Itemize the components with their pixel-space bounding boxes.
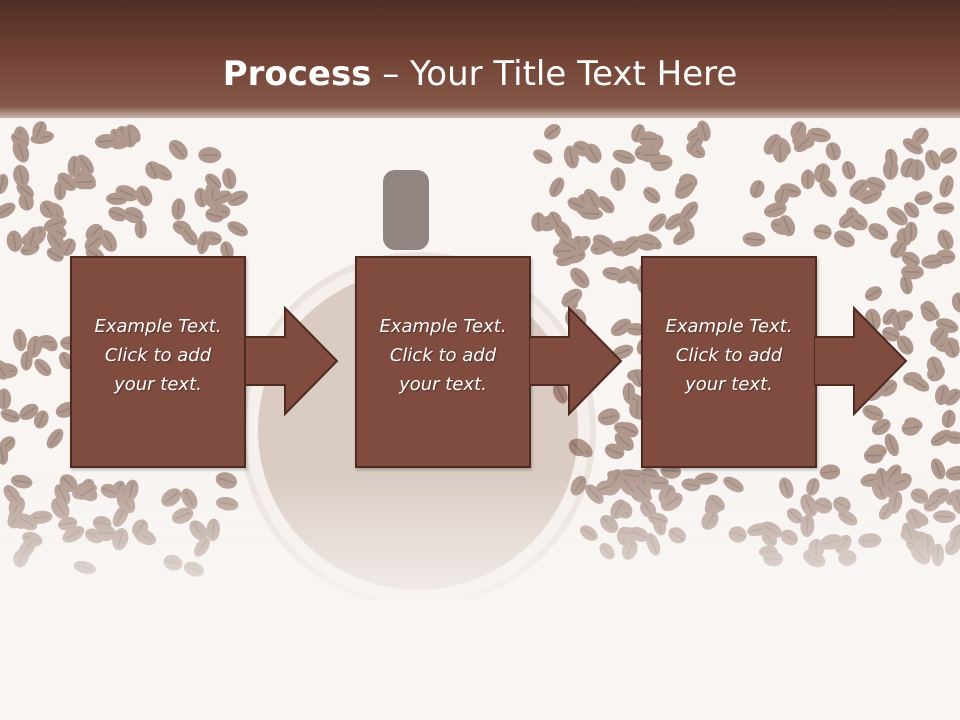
step-3-line-1: Example Text. bbox=[665, 316, 793, 337]
process-step-1-box[interactable]: Example Text. Click to add your text. bbox=[70, 256, 246, 468]
title-bold-part: Process bbox=[222, 54, 372, 94]
step-1-line-2: Click to add bbox=[104, 345, 212, 366]
step-3-line-2: Click to add bbox=[675, 345, 783, 366]
process-arrow-2 bbox=[529, 306, 623, 416]
step-2-line-1: Example Text. bbox=[379, 316, 507, 337]
step-1-text[interactable]: Example Text. Click to add your text. bbox=[72, 312, 244, 399]
process-step-2-box[interactable]: Example Text. Click to add your text. bbox=[355, 256, 531, 468]
slide-title[interactable]: Process – Your Title Text Here bbox=[0, 52, 960, 96]
process-step-3-box[interactable]: Example Text. Click to add your text. bbox=[641, 256, 817, 468]
step-3-line-3: your text. bbox=[685, 374, 773, 395]
step-1-line-1: Example Text. bbox=[94, 316, 222, 337]
step-2-text[interactable]: Example Text. Click to add your text. bbox=[357, 312, 529, 399]
title-rest-part: – Your Title Text Here bbox=[371, 54, 738, 94]
step-3-text[interactable]: Example Text. Click to add your text. bbox=[643, 312, 815, 399]
step-1-line-3: your text. bbox=[114, 374, 202, 395]
process-arrow-3 bbox=[814, 306, 908, 416]
title-bar bbox=[0, 0, 960, 118]
process-arrow-1 bbox=[245, 306, 339, 416]
step-2-line-3: your text. bbox=[399, 374, 487, 395]
step-2-line-2: Click to add bbox=[389, 345, 497, 366]
